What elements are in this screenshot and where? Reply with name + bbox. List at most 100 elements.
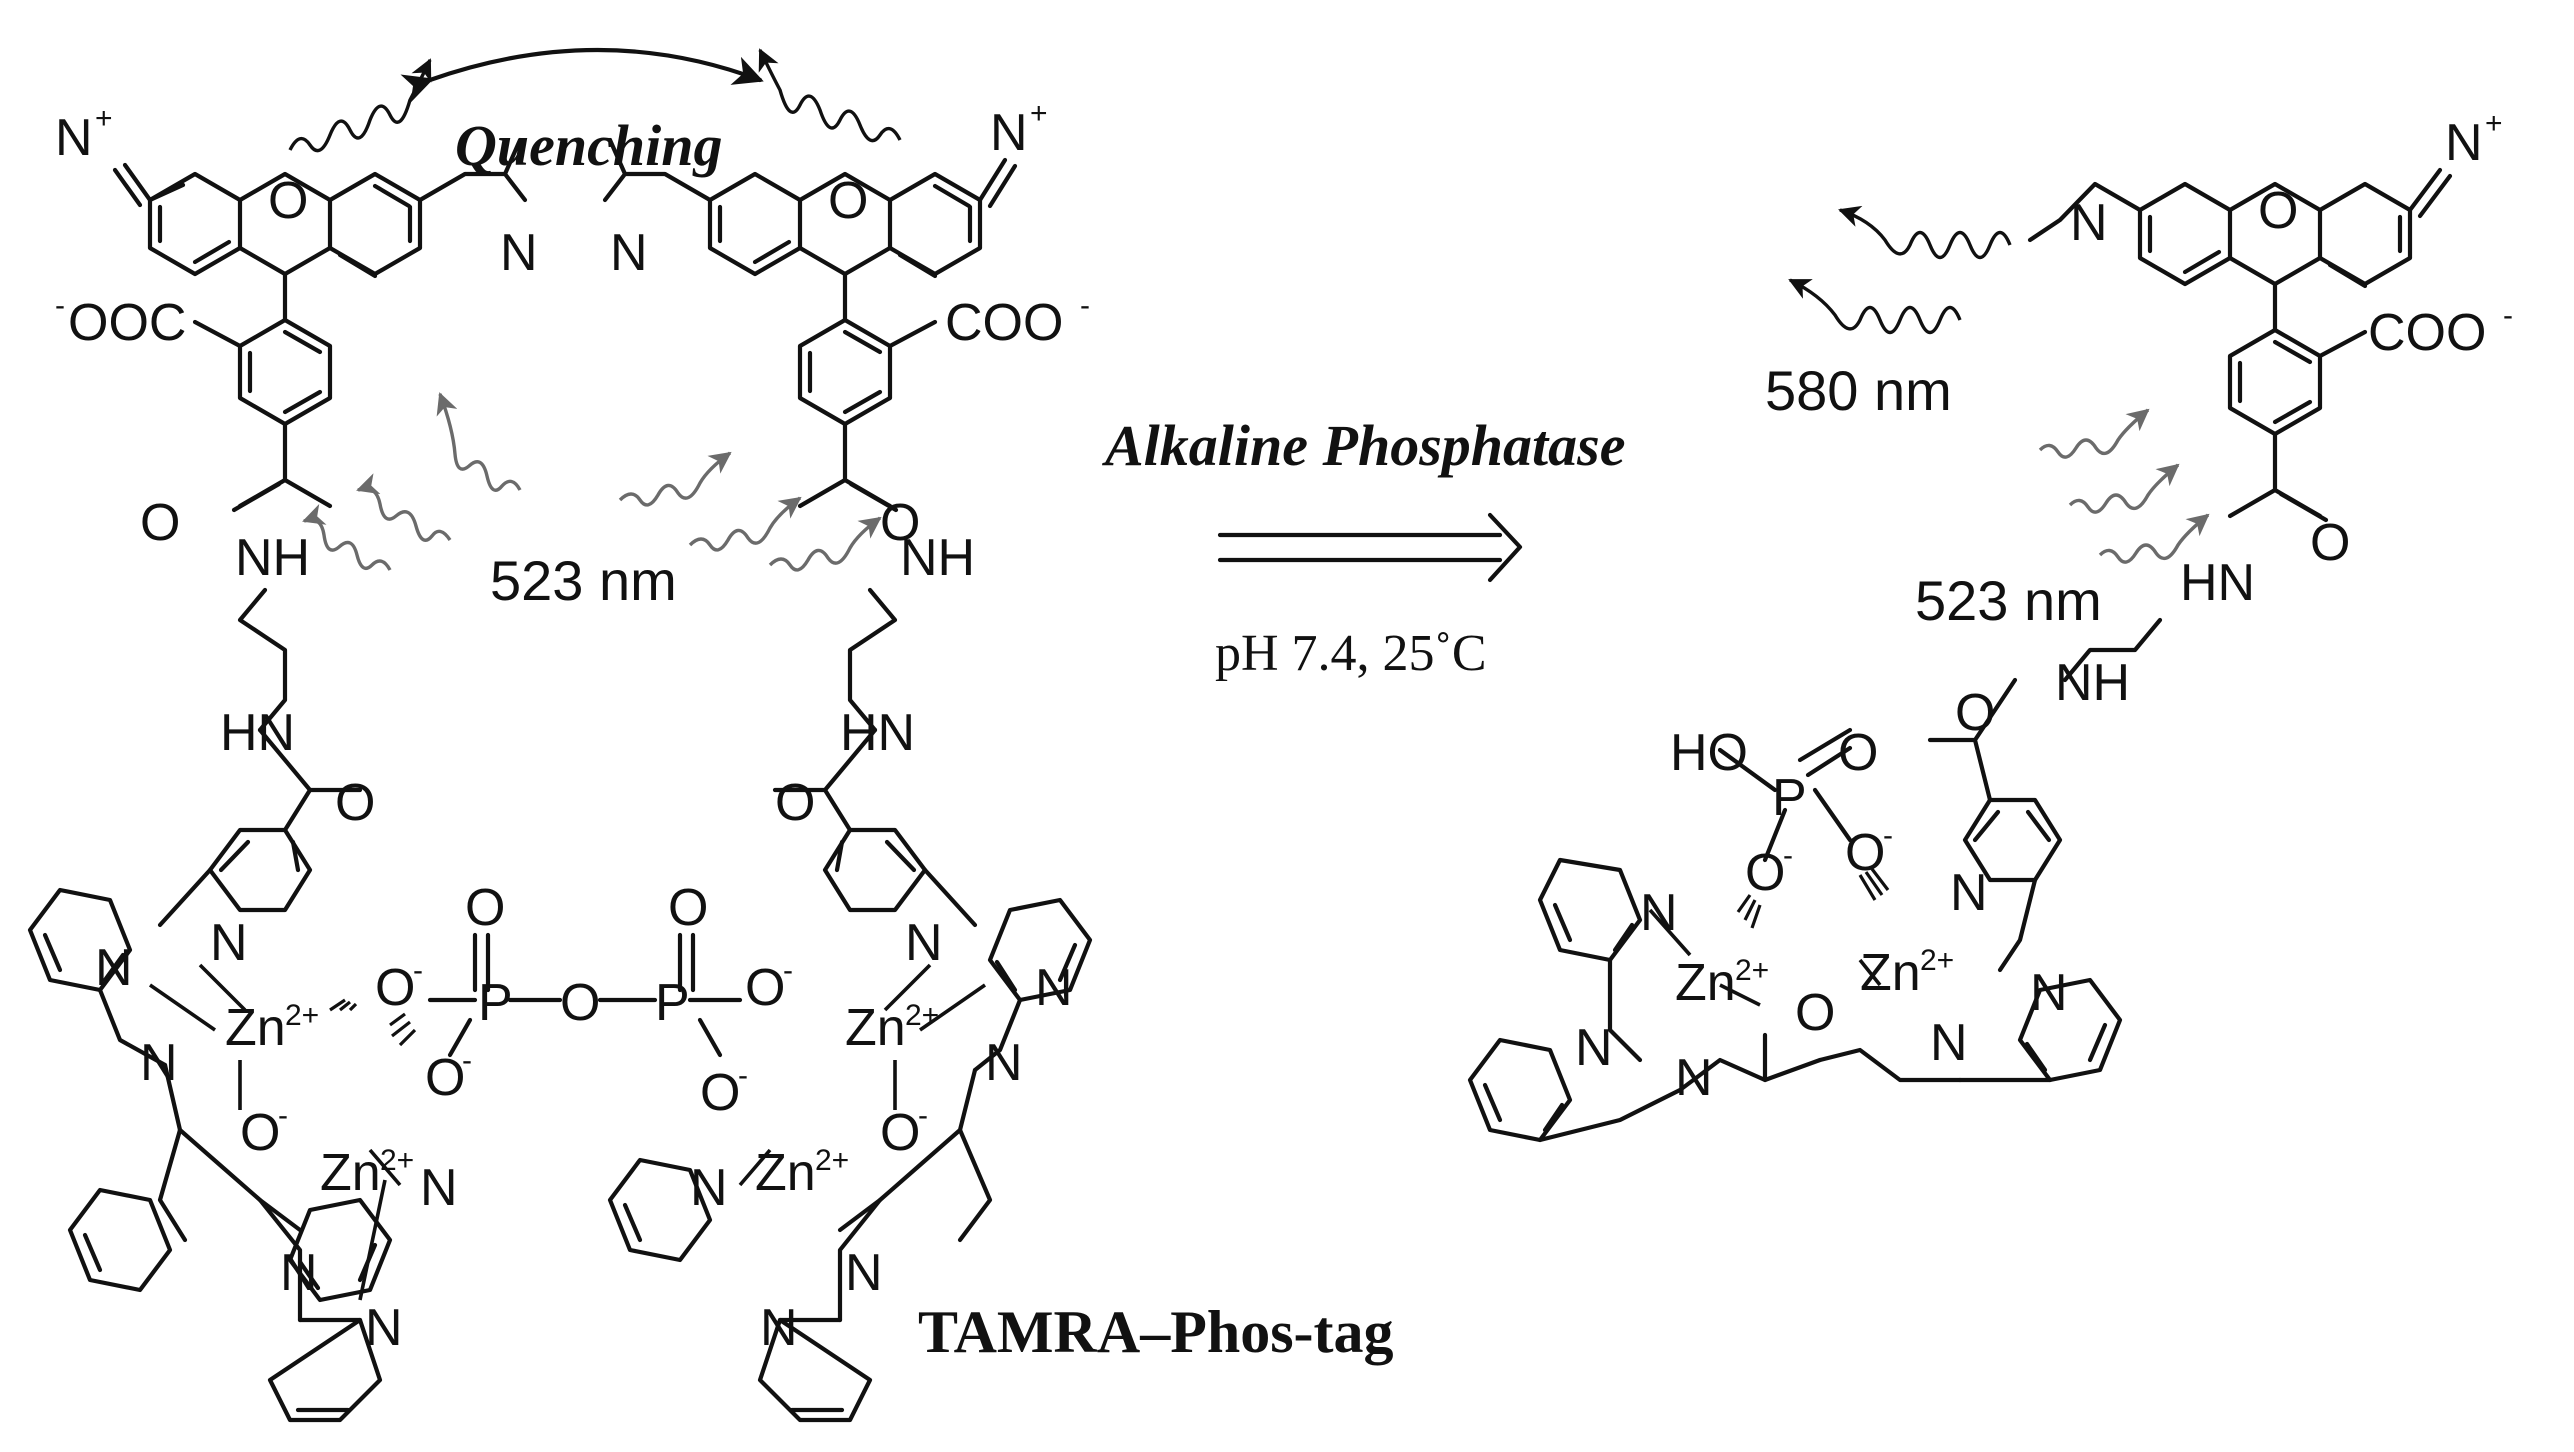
charge-o-3: - — [783, 954, 793, 987]
atom-n-pyridine-8: N — [760, 1299, 798, 1357]
product-tamra-dye — [2027, 167, 2453, 683]
atom-n-iminium: N — [55, 109, 93, 167]
charge-zn-4: 2+ — [815, 1144, 849, 1177]
product-atom-n-pyridine-4: N — [1575, 1019, 1613, 1077]
atom-o-xanthene: O — [268, 172, 308, 230]
product-charge-plus: + — [2485, 107, 2503, 140]
charge-zn-3: 2+ — [905, 999, 939, 1032]
atom-o-double-2: O — [668, 879, 708, 937]
atom-zn-4: Zn — [755, 1144, 816, 1202]
product-atom-o-double: O — [1838, 724, 1878, 782]
charge-o-2: - — [462, 1044, 472, 1077]
emission-wavelength-right: 580 nm — [1765, 359, 1952, 422]
atom-n-amine-3: N — [985, 1034, 1023, 1092]
reaction-arrow — [1217, 512, 1523, 583]
atom-n-amine: N — [140, 1034, 178, 1092]
atom-o-amide2: O — [335, 774, 375, 832]
product-atom-o-phos-1: O — [1745, 844, 1785, 902]
product-atom-n-dimethyl: N — [2070, 194, 2108, 252]
product-charge-minus: - — [2503, 299, 2513, 332]
product-atom-o-xanthene: O — [2258, 182, 2298, 240]
product-atom-coo: COO — [2368, 304, 2486, 362]
product-atom-n-pyridine-2: N — [1640, 884, 1678, 942]
product-charge-o-1: - — [1783, 839, 1793, 872]
atom-o-phos-3: O — [745, 959, 785, 1017]
excitation-waves-product — [2038, 408, 2210, 564]
product-atom-o-amide-2: O — [1955, 684, 1995, 742]
charge-minus: - — [55, 289, 65, 322]
atom-o-amide-3: O — [880, 494, 920, 552]
atom-n-pyridine-7: N — [690, 1159, 728, 1217]
excitation-waves-left-dimer — [302, 392, 882, 572]
atom-o-bridge-2: O — [880, 1104, 920, 1162]
excitation-wavelength-left: 523 nm — [490, 549, 677, 612]
atom-n-dimethyl-2: N — [610, 224, 648, 282]
atom-n-iminium-2: N — [990, 104, 1028, 162]
atom-o-phos-2: O — [425, 1049, 465, 1107]
enzyme-label: Alkaline Phosphatase — [1102, 413, 1625, 478]
atom-n-pyridine4: N — [365, 1299, 403, 1357]
charge-o-1: - — [413, 954, 423, 987]
product-atom-ho: HO — [1670, 724, 1748, 782]
atom-o-double-1: O — [465, 879, 505, 937]
product-atom-o-bridge: O — [1795, 984, 1835, 1042]
product-atom-nh: NH — [2055, 654, 2130, 712]
product-atom-n-iminium: N — [2445, 114, 2483, 172]
atom-n-pyridine: N — [210, 914, 248, 972]
charge-minus-2: - — [1080, 289, 1090, 322]
atom-zn-2: Zn — [320, 1144, 381, 1202]
atom-p-1: P — [478, 974, 513, 1032]
charge-o-bridge: - — [278, 1099, 288, 1132]
atom-coo-2: COO — [945, 294, 1063, 352]
emission-waves-product — [1788, 205, 2012, 335]
product-atom-n-amine: N — [1675, 1049, 1713, 1107]
quenching-arrow — [400, 47, 764, 103]
conditions-label: pH 7.4, 25˚C — [1215, 625, 1487, 682]
atom-hn-2: HN — [840, 704, 915, 762]
atom-o-bridge: O — [240, 1104, 280, 1162]
atom-n-dimethyl: N — [500, 224, 538, 282]
atom-n-pyridine2: N — [95, 939, 133, 997]
atom-o-bridge-p: O — [560, 974, 600, 1032]
atom-zn-3: Zn — [845, 999, 906, 1057]
charge-plus: + — [95, 102, 113, 135]
excitation-wavelength-right: 523 nm — [1915, 569, 2102, 632]
product-phos-tag-core — [1467, 677, 2123, 1143]
charge-o-bridge-2: - — [918, 1099, 928, 1132]
atom-n-amine2: N — [280, 1244, 318, 1302]
atom-n-pyridine-5: N — [905, 914, 943, 972]
atom-labels: N + O N OOC - O NH HN O N N N Zn 2+ O - … — [55, 97, 2513, 1357]
atom-o-phos-1: O — [375, 959, 415, 1017]
compound-name-label: TAMRA–Phos-tag — [918, 1299, 1394, 1365]
left-tamra-right-dye — [602, 137, 1018, 733]
emission-waves-left-dimer — [288, 48, 902, 153]
atom-hn: HN — [220, 704, 295, 762]
charge-plus-2: + — [1030, 97, 1048, 130]
atom-nh: NH — [235, 529, 310, 587]
product-atom-n-pyridine: N — [1950, 864, 1988, 922]
product-atom-zn-2: Zn — [1860, 944, 1921, 1002]
atom-p-2: P — [655, 974, 690, 1032]
product-atom-o-amide: O — [2310, 514, 2350, 572]
product-atom-zn-1: Zn — [1675, 954, 1736, 1012]
product-charge-zn-1: 2+ — [1735, 954, 1769, 987]
atom-nh-2: NH — [900, 529, 975, 587]
atom-o-amide: O — [140, 494, 180, 552]
product-atom-o-phos-2: O — [1845, 824, 1885, 882]
left-tamra-left-dye — [112, 137, 528, 733]
quenching-label: Quenching — [455, 113, 723, 178]
atom-o-xanthene-2: O — [828, 172, 868, 230]
product-charge-o-2: - — [1883, 819, 1893, 852]
atom-o-phos-4: O — [700, 1064, 740, 1122]
left-phos-tag-core — [27, 727, 1093, 1423]
product-charge-zn-2: 2+ — [1920, 944, 1954, 977]
charge-zn-1: 2+ — [285, 999, 319, 1032]
charge-o-4: - — [738, 1059, 748, 1092]
atom-coo: OOC — [68, 294, 186, 352]
product-atom-p: P — [1772, 769, 1807, 827]
atom-n-pyridine3: N — [420, 1159, 458, 1217]
atom-zn-1: Zn — [225, 999, 286, 1057]
product-atom-n-pyridine-3: N — [2030, 964, 2068, 1022]
atom-n-pyridine-6: N — [1035, 959, 1073, 1017]
